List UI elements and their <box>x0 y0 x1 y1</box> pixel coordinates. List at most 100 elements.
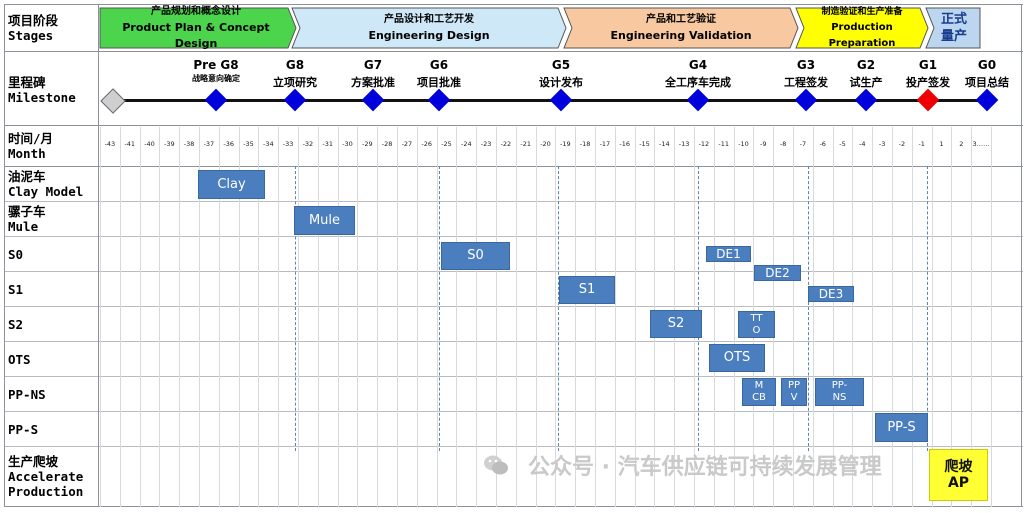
stage-arrows <box>99 7 981 49</box>
month-label: -10 <box>738 140 749 148</box>
grid-column-line <box>159 127 161 507</box>
grid-column-line <box>278 127 280 507</box>
table-border <box>4 4 5 506</box>
milestone-diamond-icon <box>686 88 710 112</box>
row-divider <box>4 376 1023 377</box>
grid-column-line <box>436 127 438 507</box>
grid-column-line <box>555 127 557 507</box>
row-divider <box>4 271 1023 272</box>
month-label: -39 <box>163 140 175 148</box>
milestone-gate-label: G2 <box>856 58 876 72</box>
milestone-gate-label: G1 <box>918 58 938 72</box>
grid-column-line <box>634 127 636 507</box>
grid-column-line <box>931 127 933 507</box>
milestone-name-label: 工程签发 <box>784 76 828 89</box>
grid-column-line <box>832 127 834 507</box>
month-label: -24 <box>460 140 472 148</box>
row-label-pps: PP-S <box>8 421 39 437</box>
month-label: -6 <box>819 140 826 148</box>
milestone-name-label: 试生产 <box>849 76 883 89</box>
milestone-gate-label: Pre G8 <box>193 58 239 72</box>
start-diamond-icon <box>100 88 126 114</box>
milestone-diamond-icon <box>975 88 999 112</box>
month-label: -23 <box>480 140 492 148</box>
grid-column-line <box>892 127 893 507</box>
month-label: -19 <box>559 140 571 148</box>
grid-column-line <box>139 127 141 507</box>
month-label: -13 <box>678 140 690 148</box>
stage-arrow-mass-production <box>925 7 981 49</box>
month-label: -26 <box>421 140 432 148</box>
row-divider <box>4 236 1023 237</box>
month-label: -36 <box>223 140 234 148</box>
month-label: -12 <box>698 140 710 148</box>
month-label: -2 <box>898 140 906 148</box>
milestone-gate-label: G3 <box>796 58 816 72</box>
milestone-gate-label: G6 <box>429 58 449 72</box>
grid-column-line <box>733 127 735 507</box>
watermark-text: 公众号 · 汽车供应链可持续发展管理 <box>528 455 882 480</box>
milestone-gate-label: G8 <box>285 58 305 72</box>
row-divider <box>4 51 1023 52</box>
month-label: -7 <box>799 140 807 148</box>
stage-arrow-validation <box>563 7 799 49</box>
gate-line-g5 <box>558 166 559 451</box>
month-label: -11 <box>718 140 729 148</box>
milestone-gate-label: G7 <box>363 58 383 72</box>
milestone-name-label: 项目批准 <box>417 76 461 89</box>
grid-column-line <box>812 127 814 507</box>
row-divider <box>4 341 1023 342</box>
month-label: -21 <box>520 140 531 148</box>
milestone-name-label: 投产签发 <box>906 76 950 89</box>
milestone-name-label: 战略意向确定 <box>192 74 240 83</box>
grid-column-line <box>535 127 537 507</box>
grid-column-line <box>218 127 220 507</box>
milestone-name-label: 全工序车完成 <box>665 76 731 89</box>
row-divider <box>4 166 1023 167</box>
wechat-icon <box>484 455 508 475</box>
grid-column-line <box>614 127 616 507</box>
bar-de3: DE3 <box>808 286 854 302</box>
milestone-name-label: 设计发布 <box>539 76 583 89</box>
milestone-diamond-icon <box>794 88 818 112</box>
month-label: 1 <box>939 140 944 148</box>
month-label: -9 <box>760 140 767 148</box>
month-label: -22 <box>500 140 512 148</box>
milestone-gate-label: G5 <box>551 58 571 72</box>
month-label: -40 <box>144 140 155 148</box>
milestone-name-label: 方案批准 <box>351 76 395 89</box>
milestone-diamond-icon <box>427 88 451 112</box>
grid-column-line <box>119 127 121 507</box>
grid-column-line <box>416 127 418 507</box>
grid-column-line <box>397 127 398 507</box>
month-label: -32 <box>302 140 314 148</box>
bar-ppv: PP V <box>781 378 807 406</box>
grid-column-line <box>991 127 992 507</box>
grid-column-line <box>100 127 101 507</box>
grid-column-line <box>456 127 458 507</box>
grid-column-line <box>515 127 517 507</box>
month-label: -41 <box>124 140 135 148</box>
milestone-diamond-icon <box>854 88 878 112</box>
row-divider <box>4 306 1023 307</box>
grid-column-line <box>337 127 339 507</box>
grid-column-line <box>298 127 299 507</box>
month-label: -5 <box>839 140 846 148</box>
grid-column-line <box>199 127 200 507</box>
bar-pps: PP-S <box>875 413 928 442</box>
bar-mcb: M CB <box>742 378 776 406</box>
month-label: 3…… <box>972 140 990 148</box>
bar-tto: TT O <box>738 311 775 338</box>
month-label: -1 <box>918 140 925 148</box>
gate-line-g8 <box>295 166 296 451</box>
milestone-gate-label: G0 <box>977 58 997 72</box>
milestone-gate-label: G4 <box>688 58 708 72</box>
